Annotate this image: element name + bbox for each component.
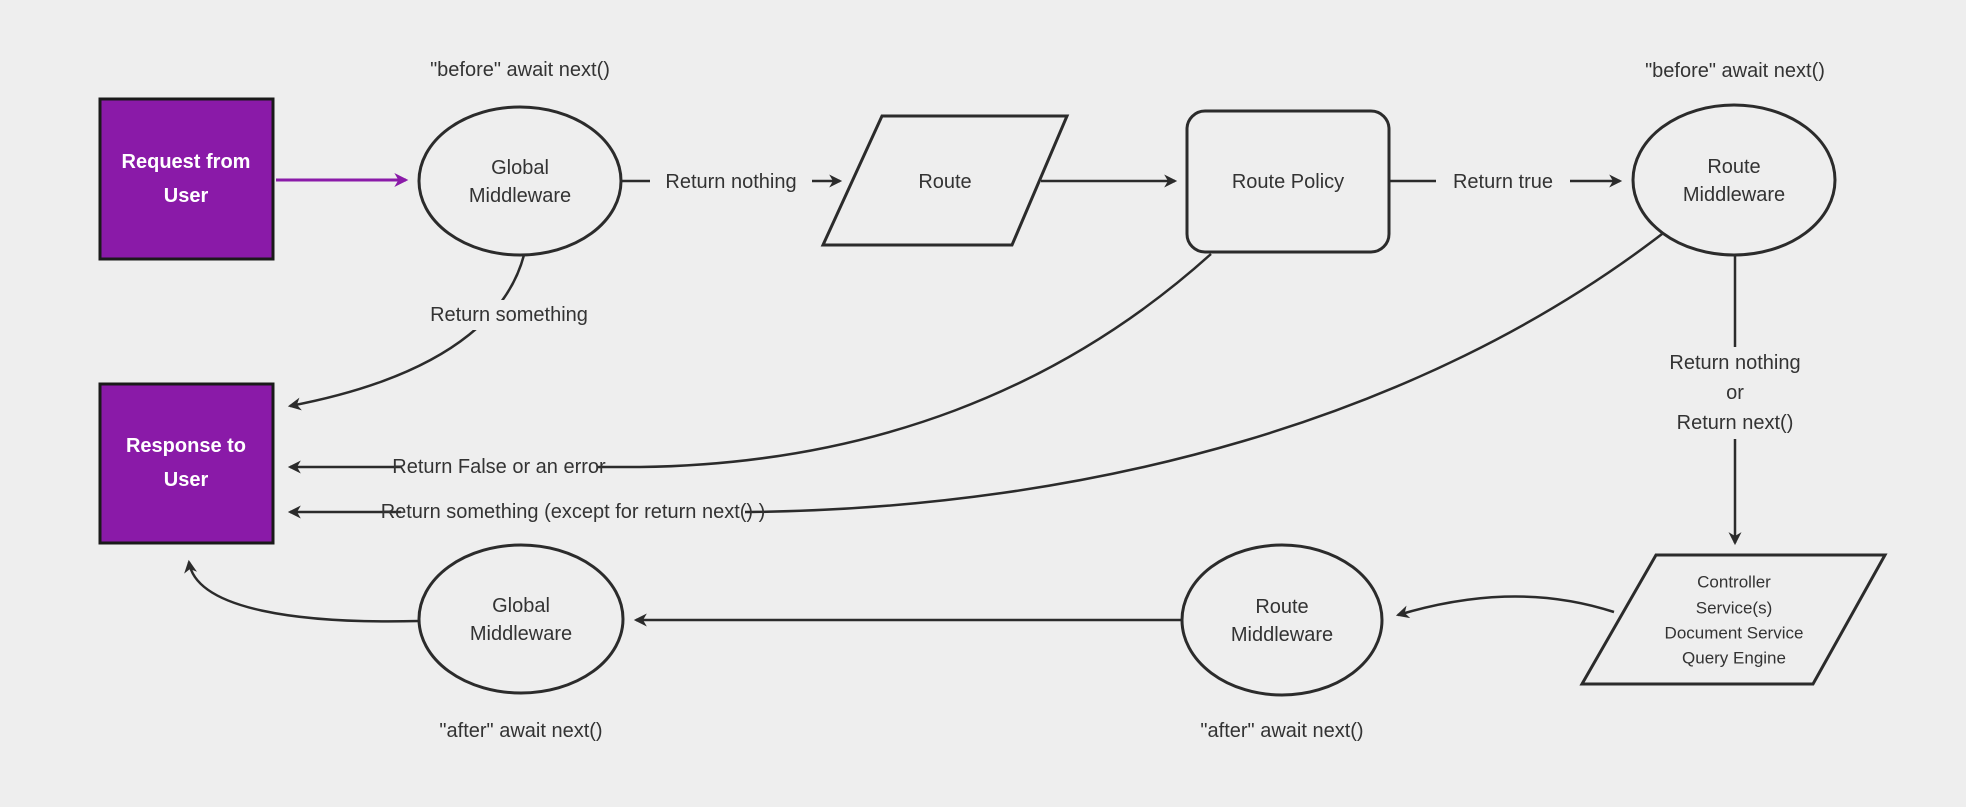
edge-global-middleware-bottom-to-response	[184, 559, 420, 623]
global-middleware-bottom-line2: Middleware	[470, 623, 572, 645]
response-node-line1: Response to	[126, 435, 246, 457]
route-middleware-top-node	[1631, 103, 1837, 257]
edge-route-middleware-to-response	[287, 233, 1663, 519]
label-return-true: Return true	[1453, 171, 1553, 193]
global-middleware-bottom-line1: Global	[492, 595, 550, 617]
controller-node-line3: Document Service	[1665, 624, 1804, 643]
route-middleware-bottom-node	[1180, 543, 1384, 697]
label-before-await-next-right: "before" await next()	[1645, 60, 1825, 82]
label-return-something-except: Return something (except for return next…	[381, 501, 766, 523]
label-bg	[650, 166, 812, 196]
edge-global-middleware-to-response	[287, 254, 526, 411]
edge-controller-to-route-middleware-bottom	[1395, 595, 1615, 619]
label-return-false-or-error: Return False or an error	[392, 456, 606, 478]
route-middleware-bottom-line1: Route	[1255, 596, 1308, 618]
request-node-line2: User	[164, 185, 209, 207]
response-to-user-node	[98, 382, 275, 545]
label-return-nothing-or-line3: Return next()	[1677, 412, 1794, 434]
label-return-nothing-or-line1: Return nothing	[1669, 352, 1800, 374]
route-policy-node-label: Route Policy	[1232, 171, 1344, 193]
label-after-await-next-left: "after" await next()	[439, 720, 602, 742]
label-bg	[1436, 166, 1570, 196]
request-node-line1: Request from	[122, 151, 251, 173]
route-middleware-bottom-line2: Middleware	[1231, 624, 1333, 646]
label-bg	[401, 451, 597, 481]
global-middleware-top-line1: Global	[491, 157, 549, 179]
label-bg	[414, 300, 604, 330]
label-return-nothing: Return nothing	[665, 171, 796, 193]
route-middleware-top-line1: Route	[1707, 156, 1760, 178]
controller-node-line2: Service(s)	[1696, 599, 1773, 618]
label-bg	[401, 496, 745, 526]
label-return-something: Return something	[430, 304, 588, 326]
request-from-user-node	[98, 97, 275, 261]
global-middleware-bottom-node	[417, 543, 625, 695]
controller-node-line1: Controller	[1697, 573, 1771, 592]
route-node-label: Route	[918, 171, 971, 193]
controller-services-node	[1579, 553, 1888, 686]
label-bg	[1645, 347, 1825, 439]
route-policy-node	[1185, 109, 1391, 254]
global-middleware-top-line2: Middleware	[469, 185, 571, 207]
route-node	[820, 114, 1070, 247]
controller-node-line4: Query Engine	[1682, 649, 1786, 668]
label-after-await-next-middle: "after" await next()	[1200, 720, 1363, 742]
global-middleware-top-node	[417, 105, 623, 257]
label-before-await-next-left: "before" await next()	[430, 59, 610, 81]
edge-route-policy-to-response	[287, 253, 1212, 474]
response-node-line2: User	[164, 469, 209, 491]
route-middleware-top-line2: Middleware	[1683, 184, 1785, 206]
label-return-nothing-or-line2: or	[1726, 382, 1744, 404]
